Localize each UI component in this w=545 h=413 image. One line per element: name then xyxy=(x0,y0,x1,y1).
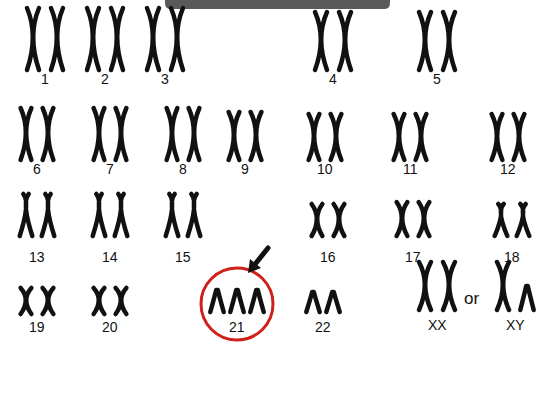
chromosome-number: 5 xyxy=(433,72,441,86)
chromosome-number: XX xyxy=(428,318,447,332)
chromosome-number: 11 xyxy=(403,162,418,176)
chromosome-number: 13 xyxy=(29,250,45,264)
pointer-arrow xyxy=(248,248,268,273)
chromosome-number: 18 xyxy=(504,250,520,264)
chromosome-number: 19 xyxy=(29,320,45,334)
chromosome-number: 20 xyxy=(102,320,118,334)
chromosome-number: 15 xyxy=(175,250,191,264)
chromosome-pairs xyxy=(20,8,534,314)
chromosome-number: 22 xyxy=(315,320,331,334)
chromosome-number: 16 xyxy=(320,250,336,264)
highlight-circle xyxy=(201,268,273,340)
chromosome-number: 21 xyxy=(229,320,245,334)
chromosome-number: 1 xyxy=(41,72,49,86)
chromosome-number: 10 xyxy=(317,162,333,176)
chromosome-number: 14 xyxy=(102,250,118,264)
chromosome-number: 12 xyxy=(500,162,516,176)
header-bar xyxy=(165,0,390,9)
chromosome-number: 8 xyxy=(179,162,187,176)
chromosome-number: 3 xyxy=(161,72,169,86)
chromosome-number: 6 xyxy=(33,162,41,176)
chromosome-number: 4 xyxy=(329,72,337,86)
chromosome-number: 2 xyxy=(101,72,109,86)
chromosome-number: XY xyxy=(506,318,525,332)
chromosome-number: 7 xyxy=(106,162,114,176)
chromosome-number: 9 xyxy=(241,162,249,176)
chromosome-number: 17 xyxy=(405,250,421,264)
chromosome-number: or xyxy=(464,290,479,307)
